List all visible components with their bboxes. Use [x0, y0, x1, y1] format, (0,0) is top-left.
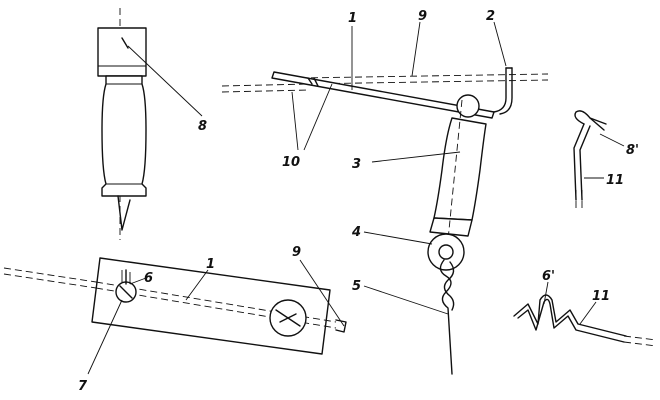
label-6: 6: [144, 271, 153, 286]
leader-1-bottom: [185, 269, 209, 301]
label-2: 2: [486, 9, 495, 24]
handle-front-view: [97, 8, 147, 240]
label-4: 4: [351, 225, 361, 240]
label-1-bottom: 1: [206, 257, 215, 272]
leader-9-top: [411, 21, 421, 77]
leader-8: [127, 45, 203, 117]
clip-detail-8prime: [573, 110, 607, 212]
angled-assembly: [221, 67, 549, 375]
leader-10a: [291, 91, 299, 151]
leader-6prime: [543, 281, 549, 305]
leader-3: [371, 151, 461, 163]
leader-10b: [303, 83, 333, 151]
label-7: 7: [78, 379, 88, 394]
leader-11-bottom: [579, 301, 597, 325]
leader-4: [363, 231, 433, 245]
leader-8prime: [599, 133, 625, 147]
label-9-bottom: 9: [292, 245, 301, 260]
label-9-top: 9: [418, 9, 427, 24]
label-11-top: 11: [606, 173, 624, 188]
label-6prime: 6': [542, 269, 555, 284]
label-1-top: 1: [348, 11, 357, 26]
block-top-view: [3, 257, 347, 355]
label-10: 10: [282, 155, 300, 170]
leader-5: [363, 285, 449, 315]
label-11-bottom: 11: [592, 289, 610, 304]
label-5: 5: [352, 279, 361, 294]
leader-6: [129, 277, 147, 285]
leader-9-bottom: [299, 259, 345, 327]
label-8prime: 8': [626, 143, 639, 158]
label-8: 8: [198, 119, 207, 134]
leader-7: [87, 299, 123, 375]
label-3: 3: [352, 157, 361, 172]
wire-clip-6prime: [513, 294, 657, 347]
leader-2: [493, 21, 507, 67]
